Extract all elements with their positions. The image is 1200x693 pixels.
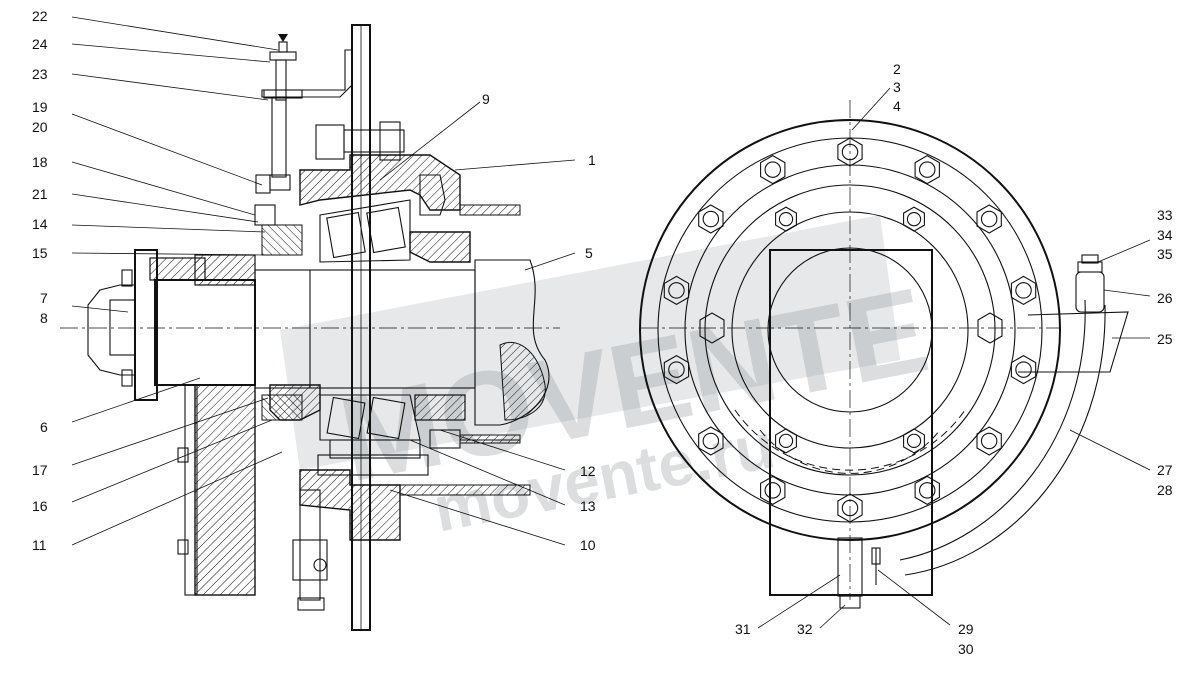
bolt-head: [764, 161, 782, 178]
label-4: 4: [893, 98, 901, 114]
bolt-head: [1015, 361, 1032, 378]
bolt-hex: [698, 204, 724, 234]
bolt-hex: [760, 475, 786, 506]
label-19: 19: [32, 99, 48, 115]
bolt-hex: [976, 204, 1002, 234]
section-view: 22 24 23 19 20 18 21 14 15 7 8 6 17 16 1…: [32, 8, 596, 631]
label-30: 30: [958, 641, 974, 657]
label-15: 15: [32, 245, 48, 261]
bolt-head: [668, 361, 685, 378]
bolt-head: [778, 211, 794, 227]
bolt-head: [668, 282, 685, 299]
label-6: 6: [40, 419, 48, 435]
label-28: 28: [1157, 482, 1173, 498]
bolt-head: [778, 433, 794, 449]
label-34: 34: [1157, 227, 1173, 243]
bolt-head: [906, 433, 922, 449]
bolt-head: [906, 211, 922, 227]
bolt-hex: [837, 137, 863, 167]
bolt-head: [764, 482, 782, 499]
label-9: 9: [482, 91, 490, 107]
bolt-head: [918, 161, 936, 178]
bolt-head: [980, 210, 998, 228]
bolt-hex: [914, 154, 940, 185]
label-29: 29: [958, 621, 974, 637]
label-5: 5: [585, 245, 593, 261]
left-leaders: [71, 16, 576, 546]
bolt-hex: [837, 493, 863, 523]
label-22: 22: [32, 8, 48, 24]
bolt-hex: [903, 206, 925, 232]
bolt-head: [702, 432, 720, 450]
bolt-hex: [775, 428, 797, 454]
inner-bolt-ring: [775, 206, 925, 454]
label-17: 17: [32, 462, 48, 478]
outer-bolt-ring: [663, 137, 1037, 523]
bolt-head: [980, 432, 998, 450]
label-12: 12: [580, 463, 596, 479]
label-33: 33: [1157, 207, 1173, 223]
label-3: 3: [893, 79, 901, 95]
label-10: 10: [580, 537, 596, 553]
bolt-hex: [663, 354, 690, 385]
bolt-head: [841, 143, 859, 161]
bolt-hex: [1010, 275, 1037, 306]
label-2: 2: [893, 61, 901, 77]
bolt-hex: [1010, 354, 1037, 385]
bolt-hex: [663, 275, 690, 306]
bolt-head: [1015, 282, 1032, 299]
label-27: 27: [1157, 462, 1173, 478]
bolt-head: [918, 482, 936, 499]
label-16: 16: [32, 498, 48, 514]
bolt-hex: [775, 206, 797, 232]
label-14: 14: [32, 216, 48, 232]
bolt-hex: [976, 426, 1002, 456]
label-21: 21: [32, 186, 48, 202]
label-11: 11: [32, 537, 47, 553]
bolt-hex: [760, 154, 786, 185]
label-26: 26: [1157, 290, 1173, 306]
label-25: 25: [1157, 331, 1173, 347]
label-1: 1: [588, 152, 596, 168]
label-32: 32: [797, 621, 813, 637]
bolt-hex: [914, 475, 940, 506]
label-20: 20: [32, 119, 48, 135]
bolt-head: [841, 499, 859, 517]
label-35: 35: [1157, 246, 1173, 262]
right-leaders: [757, 87, 1151, 629]
label-18: 18: [32, 154, 48, 170]
front-view: 2 3 4 33 34 35 26 25 27 28 29 30 31 32: [639, 61, 1173, 657]
bolt-hex: [903, 428, 925, 454]
bolt-head: [702, 210, 720, 228]
bolt-hex: [698, 426, 724, 456]
left-labels: 22 24 23 19 20 18 21 14 15 7 8 6 17 16 1…: [32, 8, 596, 553]
label-7: 7: [40, 290, 48, 306]
right-labels: 2 3 4 33 34 35 26 25 27 28 29 30 31 32: [735, 61, 1173, 657]
label-23: 23: [32, 66, 48, 82]
label-13: 13: [580, 498, 596, 514]
label-31: 31: [735, 621, 751, 637]
label-24: 24: [32, 36, 48, 52]
label-8: 8: [40, 310, 48, 326]
